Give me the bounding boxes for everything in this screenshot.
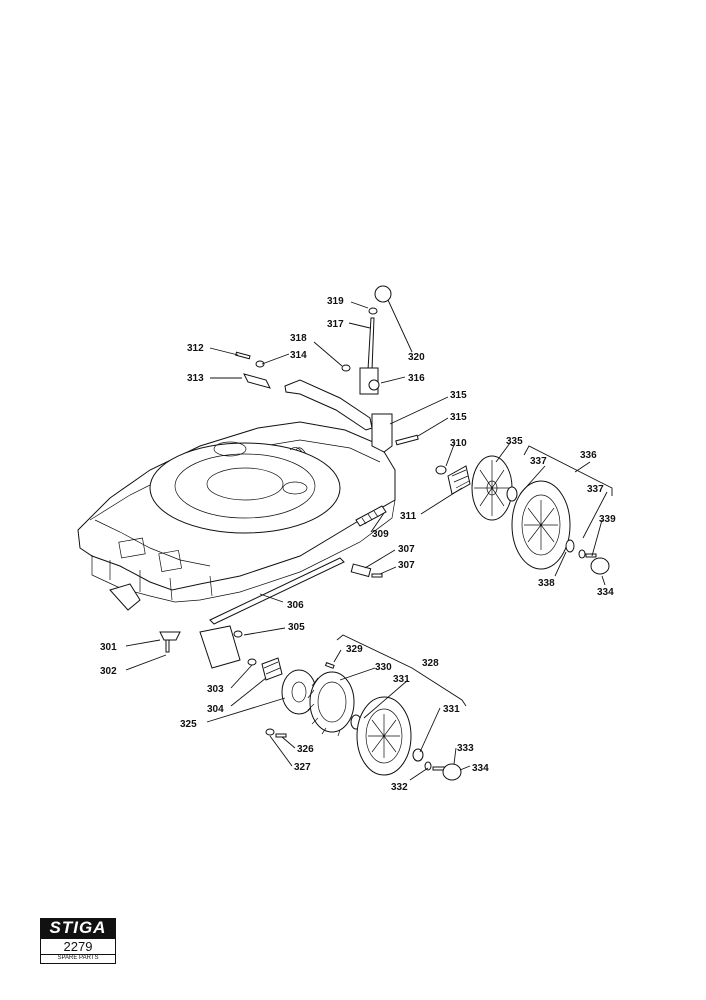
label-305: 305 [288,622,305,633]
brand-caption: SPARE PARTS [40,954,116,964]
front-wheel-assembly [471,455,610,575]
label-331b: 331 [443,704,460,715]
label-334a: 334 [597,587,614,598]
label-304: 304 [207,704,224,715]
label-303: 303 [207,684,224,695]
label-337a: 337 [530,456,547,467]
rear-wheel-assembly [265,662,462,781]
label-309: 309 [372,529,389,540]
label-320: 319 [327,296,344,307]
label-338: 338 [538,578,555,589]
label-339: 339 [599,514,616,525]
brand-name: STIGA [40,918,116,938]
label-328: 328 [422,658,439,669]
label-321: 320 [408,352,425,363]
label-319: 318 [290,333,307,344]
label-306: 306 [287,600,304,611]
label-307: 307 [398,560,415,571]
label-311: 311 [400,511,417,522]
label-326: 326 [297,744,314,755]
height-adjust-lever [235,285,419,453]
label-327: 327 [294,762,311,773]
label-312: 312 [187,343,204,354]
leader-lines [125,299,608,781]
label-329: 329 [346,644,363,655]
label-308: 307 [398,544,415,555]
label-310: 310 [450,438,467,449]
part-labels: 319 317 318 320 312 314 313 316 315 315 … [100,296,616,793]
label-337b: 337 [587,484,604,495]
brand-number: 2279 [40,938,116,955]
label-314: 314 [290,350,307,361]
label-325: 325 [180,719,197,730]
label-334b: 334 [472,763,489,774]
label-313: 313 [187,373,204,384]
stiga-logo: STIGA 2279 SPARE PARTS [40,918,116,964]
label-318: 317 [327,319,344,330]
label-336: 336 [580,450,597,461]
mower-deck [77,421,396,603]
label-316: 315 [450,412,467,423]
label-302: 302 [100,666,117,677]
label-331a: 331 [393,674,410,685]
group-brackets [336,445,613,707]
label-335: 335 [506,436,523,447]
label-333: 333 [457,743,474,754]
label-315: 315 [450,390,467,401]
label-330: 330 [375,662,392,673]
rear-axle-rod [109,557,345,681]
label-332: 332 [391,782,408,793]
label-301: 301 [100,642,117,653]
label-317: 316 [408,373,425,384]
front-axle-parts [350,465,471,578]
